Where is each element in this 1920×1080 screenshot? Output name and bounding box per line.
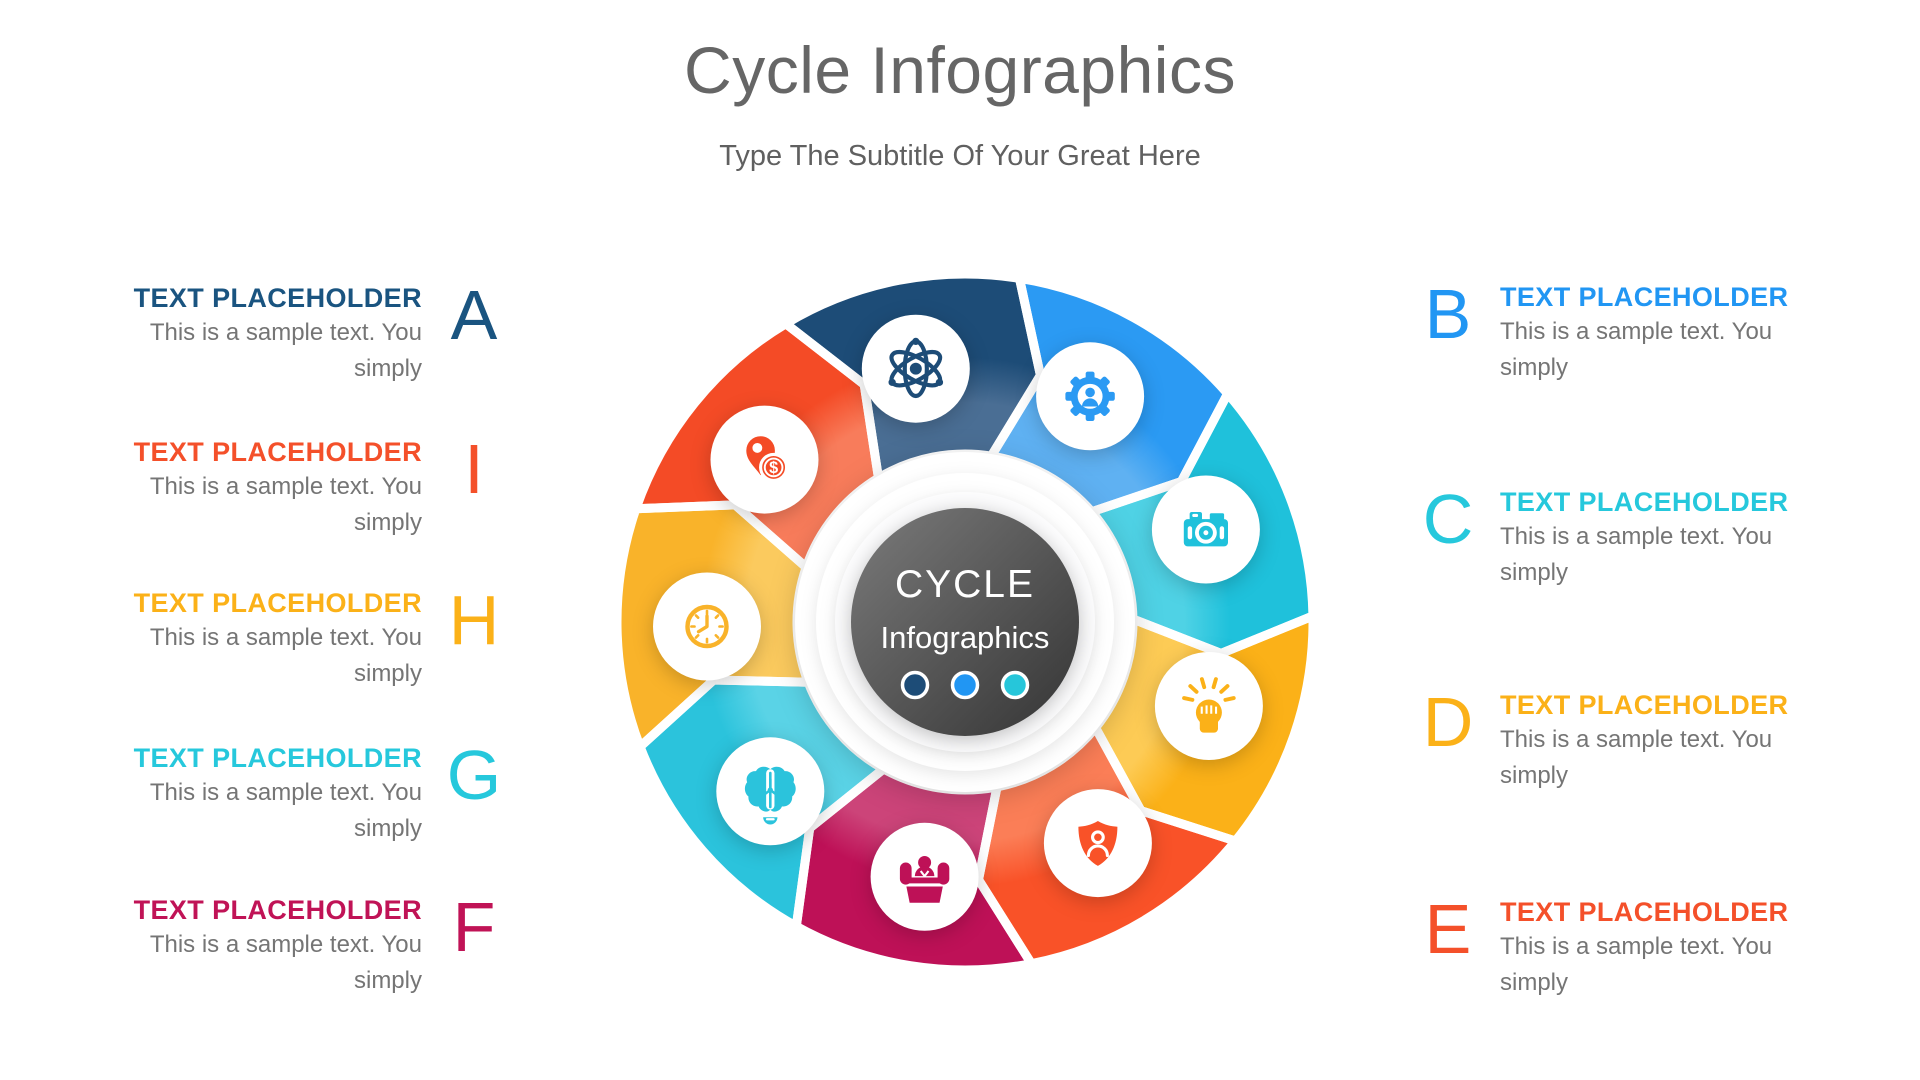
row-letter: A [450, 276, 498, 354]
placeholder-row-f: TEXT PLACEHOLDER This is a sample text. … [92, 888, 510, 999]
row-body: This is a sample text. You simply [149, 319, 422, 382]
row-title: TEXT PLACEHOLDER [133, 743, 422, 773]
row-title: TEXT PLACEHOLDER [133, 283, 422, 313]
placeholder-row-d: D TEXT PLACEHOLDER This is a sample text… [1412, 683, 1842, 794]
page-title: Cycle Infographics [684, 33, 1236, 107]
placeholder-row-a: TEXT PLACEHOLDER This is a sample text. … [92, 276, 510, 387]
center-dot-1 [900, 670, 930, 700]
row-letter: B [1424, 275, 1472, 353]
row-body: This is a sample text. You simply [149, 473, 422, 536]
gear-user-icon [1065, 371, 1115, 421]
row-title: TEXT PLACEHOLDER [133, 437, 422, 467]
row-letter: I [464, 430, 484, 508]
row-title: TEXT PLACEHOLDER [133, 895, 422, 925]
svg-text:$: $ [769, 459, 778, 477]
row-letter: E [1424, 890, 1472, 968]
row-letter: D [1422, 683, 1474, 761]
row-letter: H [448, 581, 500, 659]
row-title: TEXT PLACEHOLDER [1500, 897, 1789, 927]
placeholder-row-i: TEXT PLACEHOLDER This is a sample text. … [92, 430, 510, 541]
row-title: TEXT PLACEHOLDER [1500, 690, 1789, 720]
clock-icon [685, 604, 729, 649]
placeholder-row-g: TEXT PLACEHOLDER This is a sample text. … [92, 736, 510, 847]
center-dot-2 [950, 670, 980, 700]
placeholder-row-c: C TEXT PLACEHOLDER This is a sample text… [1412, 480, 1842, 591]
row-body: This is a sample text. You simply [1500, 523, 1773, 586]
placeholder-row-e: E TEXT PLACEHOLDER This is a sample text… [1412, 890, 1842, 1001]
placeholder-row-b: B TEXT PLACEHOLDER This is a sample text… [1412, 275, 1842, 386]
page-subtitle: Type The Subtitle Of Your Great Here [719, 140, 1201, 172]
row-letter: C [1422, 480, 1474, 558]
atom-icon [888, 337, 944, 399]
placeholder-row-h: TEXT PLACEHOLDER This is a sample text. … [92, 581, 510, 692]
wheel-center-title: CYCLE [895, 563, 1035, 606]
row-body: This is a sample text. You simply [149, 779, 422, 842]
center-dot-3 [1000, 670, 1030, 700]
row-letter: F [452, 888, 496, 966]
row-body: This is a sample text. You simply [1500, 318, 1773, 381]
row-body: This is a sample text. You simply [1500, 726, 1773, 789]
row-body: This is a sample text. You simply [149, 624, 422, 687]
row-body: This is a sample text. You simply [1500, 933, 1773, 996]
fist-rays-icon [1182, 677, 1236, 733]
money-pin-icon: $ [746, 436, 789, 482]
row-title: TEXT PLACEHOLDER [1500, 282, 1789, 312]
podium-person-icon [899, 856, 950, 903]
row-letter: G [446, 736, 502, 814]
wheel-center-subtitle: Infographics [881, 620, 1050, 655]
row-title: TEXT PLACEHOLDER [133, 588, 422, 618]
row-body: This is a sample text. You simply [149, 931, 422, 994]
shield-user-icon [1078, 821, 1118, 866]
brain-turbine-icon [744, 766, 796, 825]
camera-icon [1183, 511, 1228, 547]
row-title: TEXT PLACEHOLDER [1500, 487, 1789, 517]
